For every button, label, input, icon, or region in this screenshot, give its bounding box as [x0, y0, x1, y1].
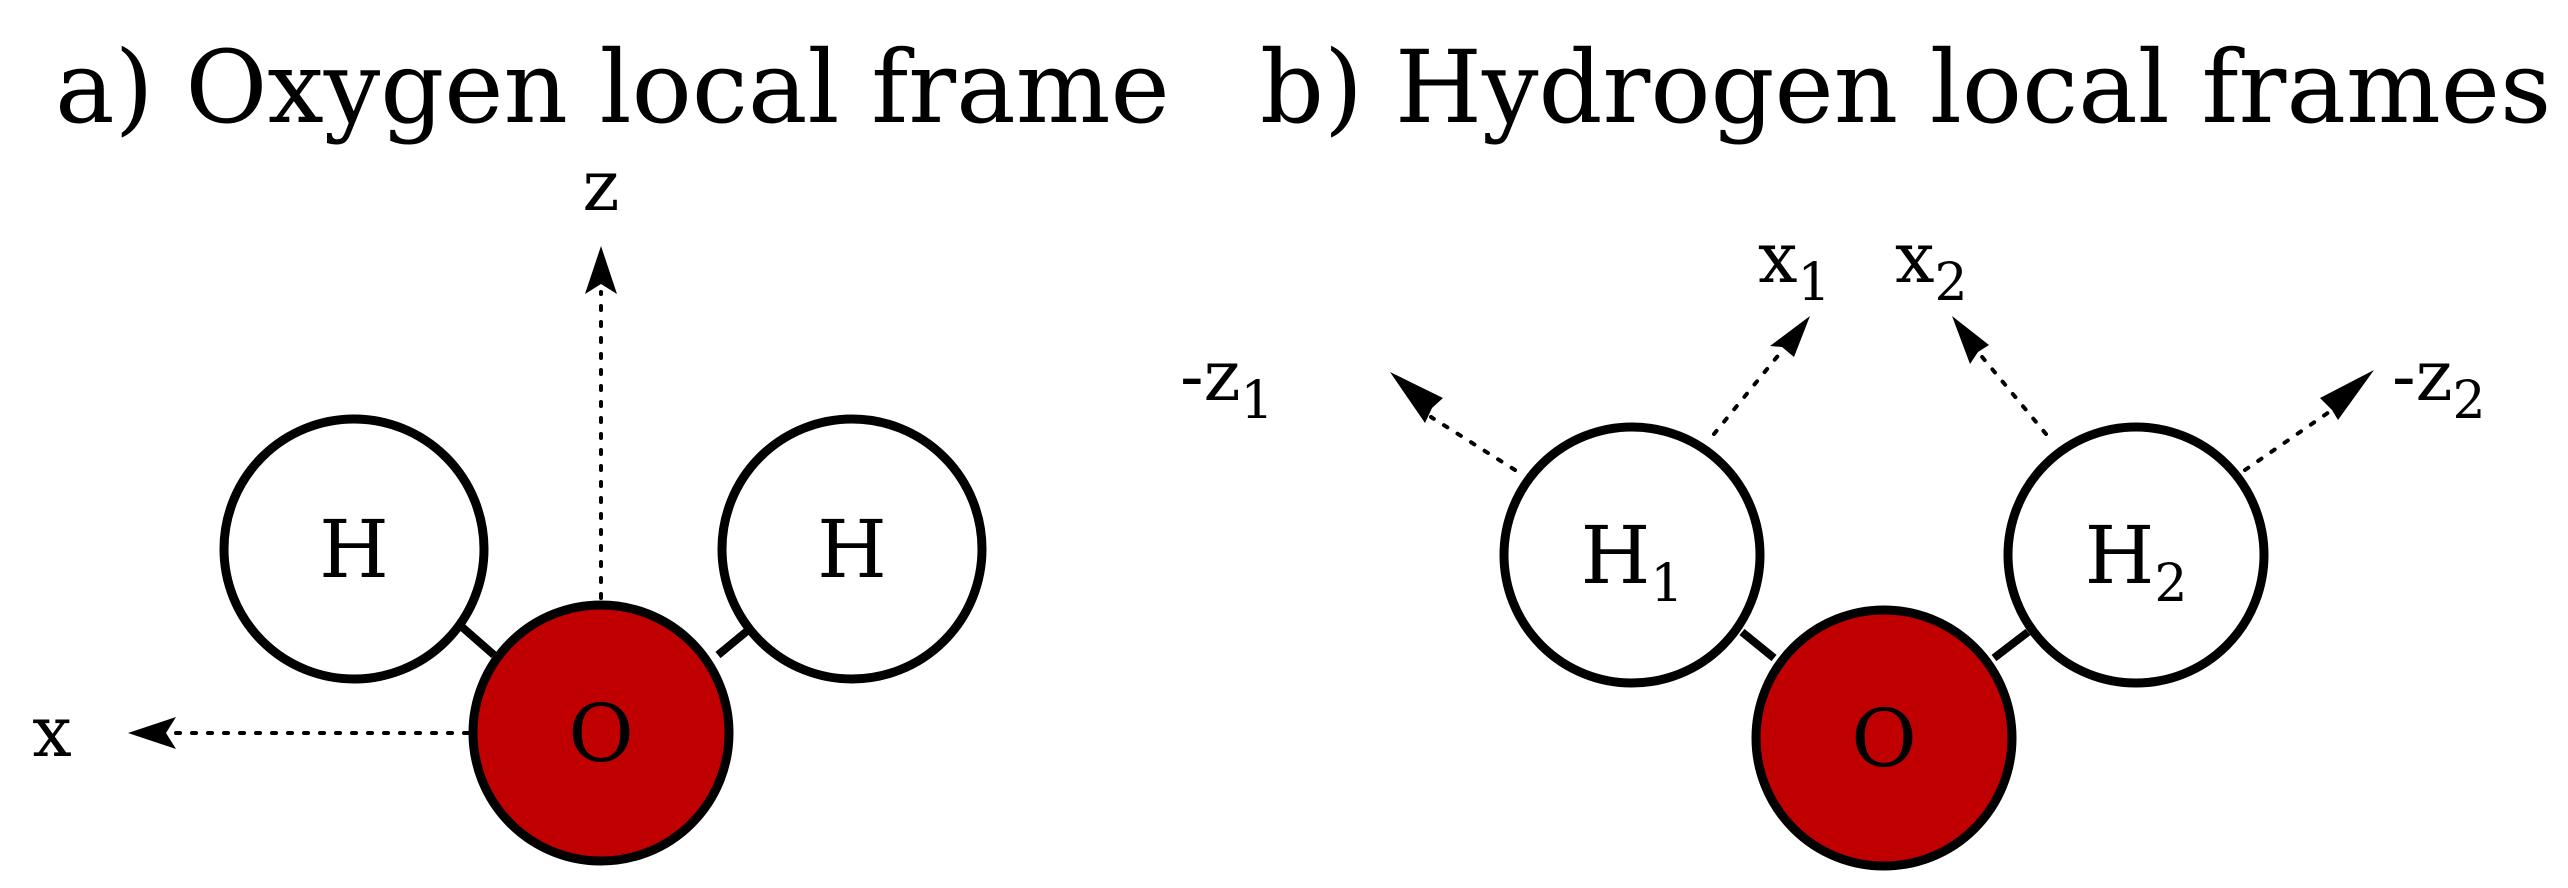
neg-z1-axis-line: [1429, 415, 1517, 472]
oxygen-atom-label: O: [568, 687, 634, 780]
z-axis-label: z: [583, 145, 620, 227]
neg-z2-axis-line: [2243, 408, 2334, 472]
bond-h-left-o: [459, 623, 497, 659]
z-axis-arrowhead: [585, 246, 617, 294]
bond-h2-o: [1991, 628, 2031, 662]
neg-z2-axis-label: -z2: [2392, 335, 2486, 431]
hydrogen-atom-1-label: H1: [1581, 509, 1684, 614]
x1-axis-arrowhead: [1770, 316, 1810, 357]
neg-z1-axis-arrowhead: [1390, 372, 1443, 423]
oxygen-atom-b-label: O: [1851, 692, 1917, 785]
bond-h1-o: [1739, 628, 1777, 662]
hydrogen-atom-right: [717, 414, 987, 684]
x-axis-label: x: [32, 691, 71, 773]
x2-axis-arrowhead: [1952, 316, 1989, 364]
hydrogen-atom-left-label: H: [319, 503, 389, 596]
x1-axis-line: [1712, 350, 1783, 436]
oxygen-atom-b: [1751, 605, 2017, 871]
hydrogen-atom-left: [219, 414, 489, 684]
x2-axis-label: x2: [1895, 217, 1968, 313]
hydrogen-atom-right-label: H: [817, 503, 887, 596]
neg-z1-axis-label: -z1: [1180, 335, 1274, 431]
panel-a-title: a) Oxygen local frame: [55, 29, 1170, 146]
oxygen-atom: [468, 600, 734, 866]
x-axis-arrowhead: [128, 717, 176, 749]
hydrogen-atom-2-label: H2: [2085, 509, 2188, 614]
hydrogen-atom-2: [2003, 422, 2269, 688]
x2-axis-line: [1976, 350, 2048, 436]
panel-a: a) Oxygen local frame z x H H O: [32, 29, 1170, 866]
panel-b: b) Hydrogen local frames x1 -z1 x2 -z2 H…: [1180, 29, 2551, 871]
panel-b-title: b) Hydrogen local frames: [1260, 29, 2551, 146]
neg-z2-axis-arrowhead: [2320, 370, 2374, 420]
x1-axis-label: x1: [1758, 217, 1831, 313]
hydrogen-atom-1: [1499, 422, 1765, 688]
